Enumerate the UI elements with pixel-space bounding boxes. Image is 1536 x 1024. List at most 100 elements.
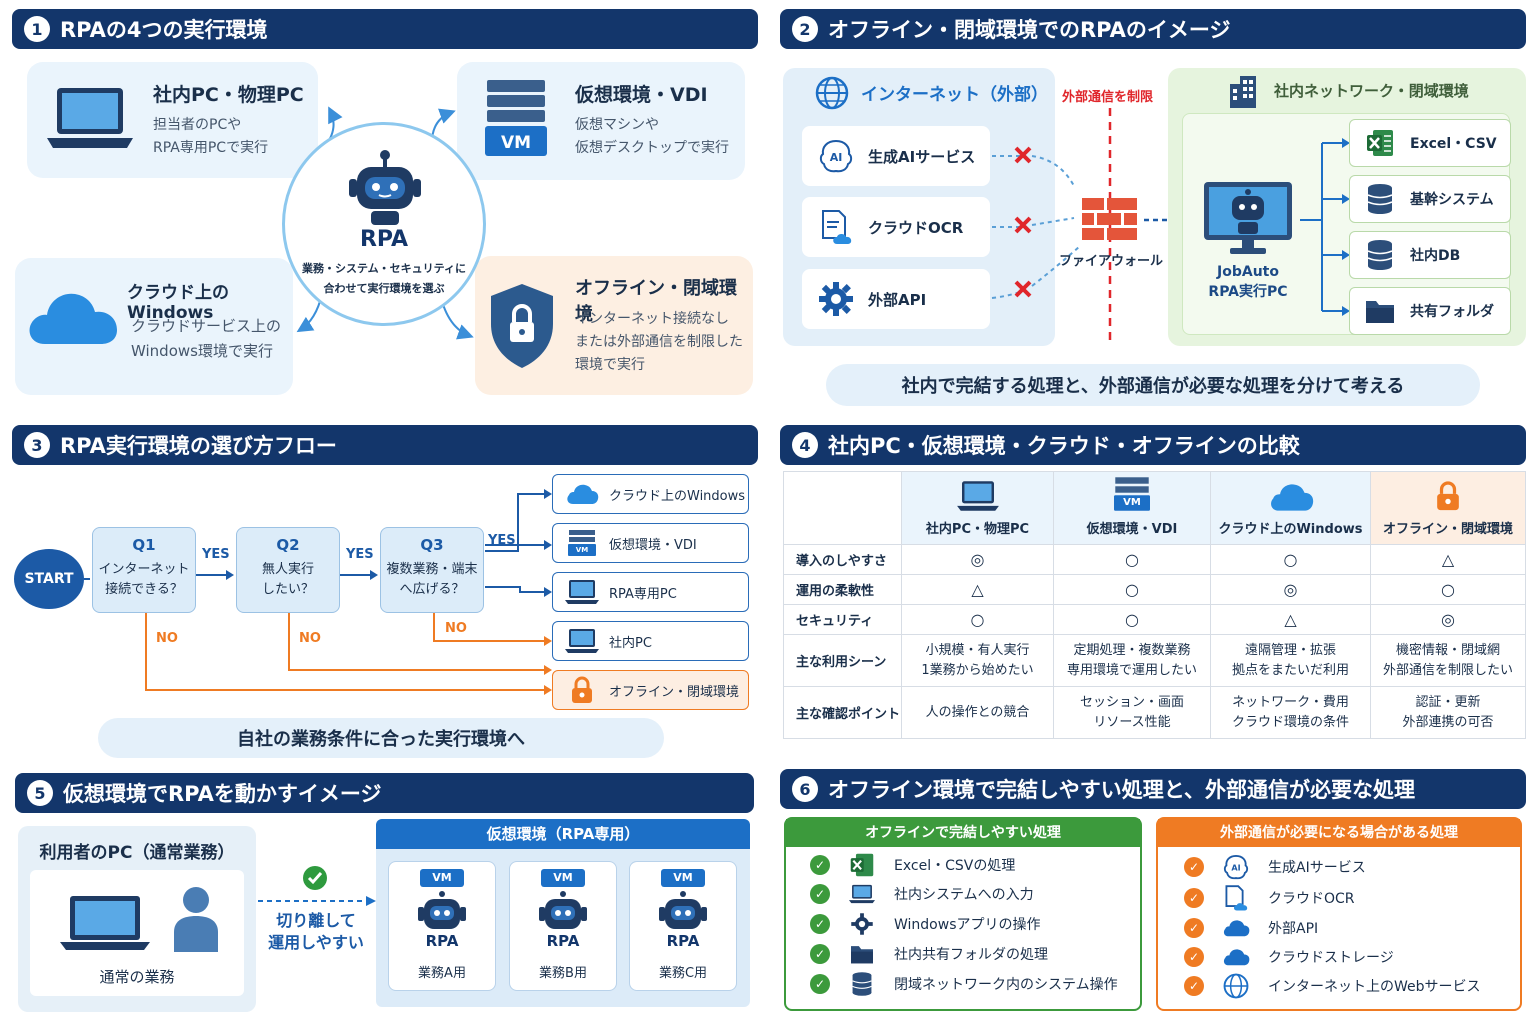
section4-header: 4 社内PC・仮想環境・クラウド・オフラインの比較 <box>780 425 1526 465</box>
robot-icon <box>539 891 587 929</box>
section2-header: 2 オフライン・閉域環境でのRPAのイメージ <box>780 9 1526 49</box>
vm-label: VM <box>1123 497 1141 508</box>
service-label: 生成AIサービス <box>868 147 976 166</box>
section-number: 1 <box>24 16 50 42</box>
list-item: ✓ 閉域ネットワーク内のシステム操作 <box>810 971 1118 997</box>
firewall-diagram <box>991 108 1186 344</box>
result-cloud-windows: クラウド上のWindows <box>552 474 749 514</box>
column-pc: 社内PC・物理PC <box>901 471 1054 545</box>
section-title: 仮想環境でRPAを動かすイメージ <box>63 782 382 806</box>
table-cell: 遠隔管理・拡張 拠点をまたいだ利用 <box>1210 634 1371 687</box>
list-item-label: Windowsアプリの操作 <box>894 917 1041 933</box>
robot-pc-label: JobAuto RPA実行PC <box>1208 264 1288 300</box>
list-item-label: 社内共有フォルダの処理 <box>894 947 1048 963</box>
gear-icon <box>816 279 856 319</box>
globe-icon <box>1222 973 1250 999</box>
section-title: オフライン・閉域環境でのRPAのイメージ <box>828 18 1231 42</box>
vdi-card: VM 仮想環境・VDI 仮想マシンや 仮想デスクトップで実行 <box>457 62 745 180</box>
table-row: 運用の柔軟性 △ ○ ◎ ○ <box>783 574 1526 605</box>
target-label: 社内DB <box>1410 248 1461 264</box>
service-external-api: 外部API <box>802 269 990 329</box>
firewall-label: ファイアウォール <box>1058 254 1163 269</box>
document-cloud-icon <box>816 207 856 247</box>
section-title: RPAの4つの実行環境 <box>60 18 268 42</box>
table-cell: セッション・画面 リソース性能 <box>1053 686 1211 739</box>
pc-title: 社内PC・物理PC <box>153 84 304 106</box>
result-label: RPA専用PC <box>609 586 677 602</box>
question-q3: Q3 複数業務・端末 へ広げる？ <box>380 527 484 613</box>
shield-lock-icon <box>491 284 553 368</box>
result-office-pc: 社内PC <box>552 621 749 661</box>
external-tasks-title: 外部通信が必要になる場合がある処理 <box>1158 819 1520 847</box>
cloud-icon <box>1222 915 1250 941</box>
offline-tasks-title: オフラインで完結しやすい処理 <box>786 819 1140 847</box>
vm-task: 業務B用 <box>539 966 587 981</box>
table-corner <box>783 471 902 545</box>
section-number: 2 <box>792 16 818 42</box>
row-label: 運用の柔軟性 <box>783 574 902 605</box>
list-item: ✓ 外部API <box>1184 915 1318 941</box>
server-vm-icon <box>485 80 547 156</box>
check-icon: ✓ <box>1184 918 1204 938</box>
target-connectors <box>1300 138 1350 316</box>
vm-card-b: VM RPA 業務B用 <box>509 861 617 991</box>
row-label: 主な利用シーン <box>783 634 902 687</box>
table-cell: ◎ <box>1370 604 1526 635</box>
ai-brain-icon: AI <box>816 136 856 176</box>
table-cell: △ <box>901 574 1054 605</box>
document-cloud-icon <box>1222 885 1250 911</box>
no-label-q1: NO <box>156 631 178 646</box>
result-label: 社内PC <box>609 635 652 651</box>
check-icon: ✓ <box>810 884 830 904</box>
section5-header: 5 仮想環境でRPAを動かすイメージ <box>15 773 754 813</box>
list-item: ✓ 社内システムへの入力 <box>810 881 1034 907</box>
column-vdi: VM 仮想環境・VDI <box>1053 471 1211 545</box>
limit-label: 外部通信を制限 <box>1062 90 1154 105</box>
question-text: 複数業務・端末 へ広げる？ <box>386 562 478 597</box>
table-cell: ○ <box>1370 574 1526 605</box>
vm-robot-name: RPA <box>425 932 459 950</box>
no-label-q2: NO <box>299 631 321 646</box>
external-tasks-panel: 外部通信が必要になる場合がある処理 <box>1156 817 1522 1011</box>
list-item: ✓ インターネット上のWebサービス <box>1184 973 1481 999</box>
block-x-ocr <box>1014 216 1032 234</box>
list-item: ✓ Excel・CSVの処理 <box>810 852 1015 878</box>
database-icon <box>1364 239 1396 271</box>
flow-lines <box>84 489 552 695</box>
column-label: 仮想環境・VDI <box>1086 522 1178 537</box>
cloud-desc: クラウドサービス上の Windows環境で実行 <box>131 317 282 360</box>
table-row: セキュリティ ○ ○ △ ◎ <box>783 604 1526 635</box>
yes-label-q3: YES <box>488 533 516 548</box>
question-text: 無人実行 したい？ <box>261 562 314 597</box>
question-id: Q2 <box>276 536 300 554</box>
section-title: オフライン環境で完結しやすい処理と、外部通信が必要な処理 <box>828 778 1415 802</box>
vm-robot-name: RPA <box>546 932 580 950</box>
table-cell: ○ <box>1053 574 1211 605</box>
internet-title: インターネット（外部） <box>861 85 1048 105</box>
user-pc-caption: 通常の業務 <box>99 968 175 986</box>
question-text: インターネット 接続できる？ <box>98 562 190 597</box>
laptop-icon <box>565 578 599 606</box>
no-label-q3: NO <box>445 621 467 636</box>
vm-label: VM <box>575 546 589 554</box>
check-icon: ✓ <box>1184 947 1204 967</box>
table-row: 主な確認ポイント 人の操作との競合 セッション・画面 リソース性能 ネットワーク… <box>783 686 1526 739</box>
list-item: ✓ 社内共有フォルダの処理 <box>810 941 1048 967</box>
question-q2: Q2 無人実行 したい？ <box>236 527 340 613</box>
list-item: ✓ Windowsアプリの操作 <box>810 911 1041 937</box>
target-label: 基幹システム <box>1410 192 1494 208</box>
target-core-system: 基幹システム <box>1349 175 1511 223</box>
server-vm-icon: VM <box>1113 476 1151 512</box>
section3-footer: 自社の業務条件に合った実行環境へ <box>98 718 664 758</box>
list-item-label: Excel・CSVの処理 <box>894 858 1016 874</box>
service-cloud-ocr: クラウドOCR <box>802 197 990 257</box>
yes-label-q2: YES <box>346 547 374 562</box>
row-label: 導入のしやすさ <box>783 544 902 575</box>
cloud-title: クラウド上のWindows <box>127 283 229 323</box>
table-cell: ○ <box>1053 604 1211 635</box>
vm-tag: VM <box>541 869 585 887</box>
section-number: 5 <box>27 780 53 806</box>
building-icon <box>1230 76 1256 108</box>
yes-label-q1: YES <box>202 547 230 562</box>
laptop-icon <box>956 481 999 511</box>
